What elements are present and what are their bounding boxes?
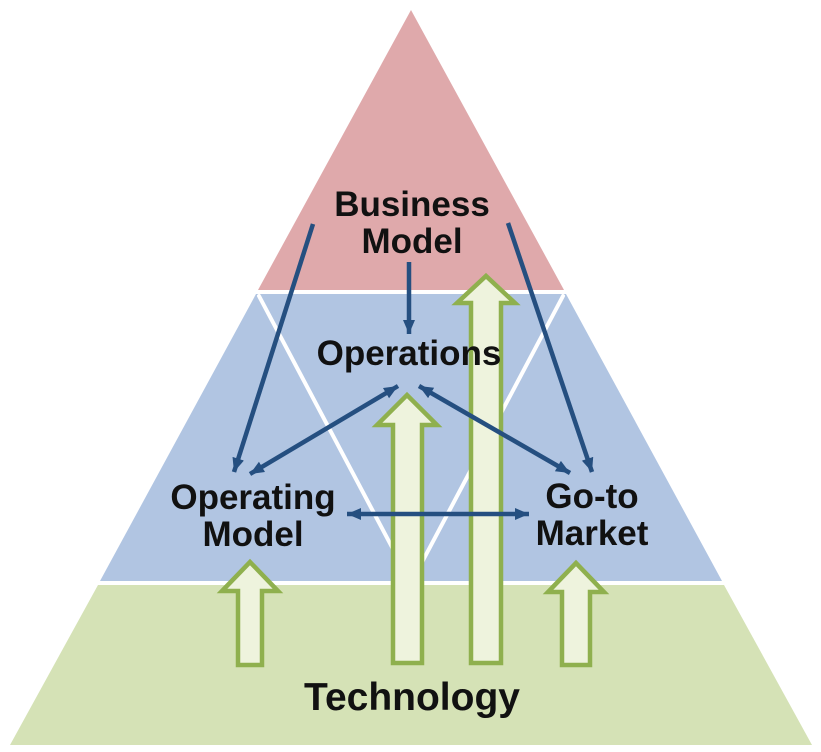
operating-model-label: Operating Model — [170, 478, 335, 554]
operations-label: Operations — [317, 334, 502, 373]
go-to-market-label: Go-to Market — [536, 477, 649, 553]
arrow-operating-model-operations-bidirectional — [248, 384, 400, 476]
business-model-layer — [258, 10, 564, 290]
arrow-operations-go-to-market-bidirectional — [417, 384, 572, 475]
go-to-market-label-line2: Market — [536, 514, 649, 553]
arrow-business-to-go-to-market — [505, 222, 595, 473]
operating-model-label-line1: Operating — [170, 478, 335, 517]
arrow-business-to-operating-model — [231, 223, 316, 473]
operating-model-label-line2: Model — [202, 515, 303, 554]
business-model-label-line1: Business — [334, 185, 490, 224]
business-model-label-line2: Model — [361, 222, 462, 261]
go-to-market-label-line1: Go-to — [545, 477, 638, 516]
tech-up-arrow-go-to-market — [542, 559, 610, 668]
tech-up-arrow-operating-model — [216, 558, 284, 668]
technology-label: Technology — [304, 676, 520, 719]
business-model-label: Business Model — [334, 185, 490, 261]
